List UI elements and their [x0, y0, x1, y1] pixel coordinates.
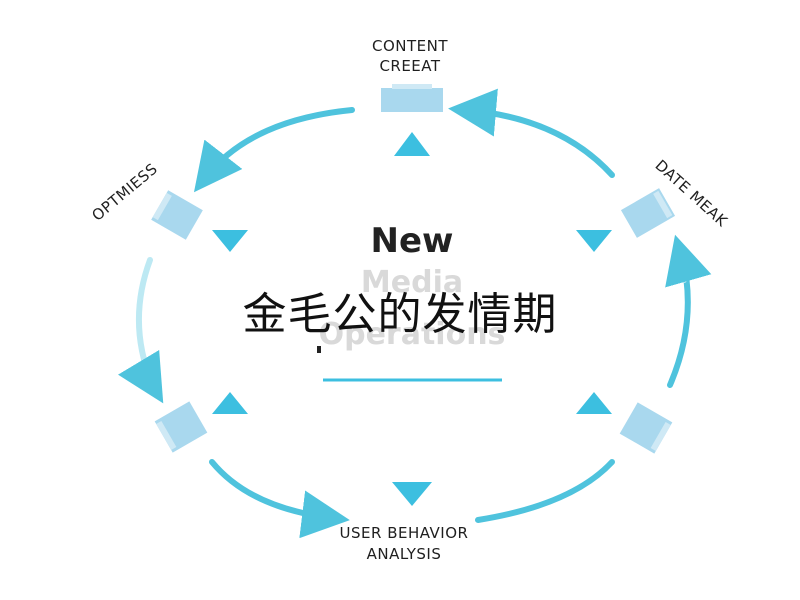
arc-top-left	[193, 107, 355, 193]
arc-top-right	[448, 88, 615, 178]
label-top-line2: CREEAT	[379, 57, 440, 75]
center-subtitle-media: Media	[361, 265, 463, 300]
card-top	[381, 84, 443, 112]
card-bottom-right	[619, 402, 673, 454]
label-bottom-line1: USER BEHAVIOR	[340, 524, 469, 542]
card-right	[620, 188, 676, 238]
label-left: OPTMIESS	[88, 160, 161, 225]
center-title: New	[371, 221, 454, 261]
center-subtitle-operations: Operations	[319, 317, 506, 352]
triangle-left-upper	[212, 230, 248, 252]
center-dot	[317, 346, 321, 353]
label-bottom-line2: ANALYSIS	[367, 545, 442, 563]
arc-right-tip	[665, 234, 712, 288]
card-bottom-left	[154, 401, 208, 453]
arc-bottom-left	[209, 459, 350, 539]
triangle-top	[394, 132, 430, 156]
triangle-right-lower	[576, 392, 612, 414]
overlay-caption: 金毛公的发情期	[242, 289, 558, 340]
triangle-left-lower	[212, 392, 248, 414]
arc-left-tip	[117, 349, 164, 404]
arc-bottom-right	[475, 459, 615, 523]
label-top-line1: CONTENT	[372, 37, 448, 55]
triangle-bottom	[392, 482, 432, 506]
card-left	[151, 190, 203, 240]
triangle-right-upper	[576, 230, 612, 252]
